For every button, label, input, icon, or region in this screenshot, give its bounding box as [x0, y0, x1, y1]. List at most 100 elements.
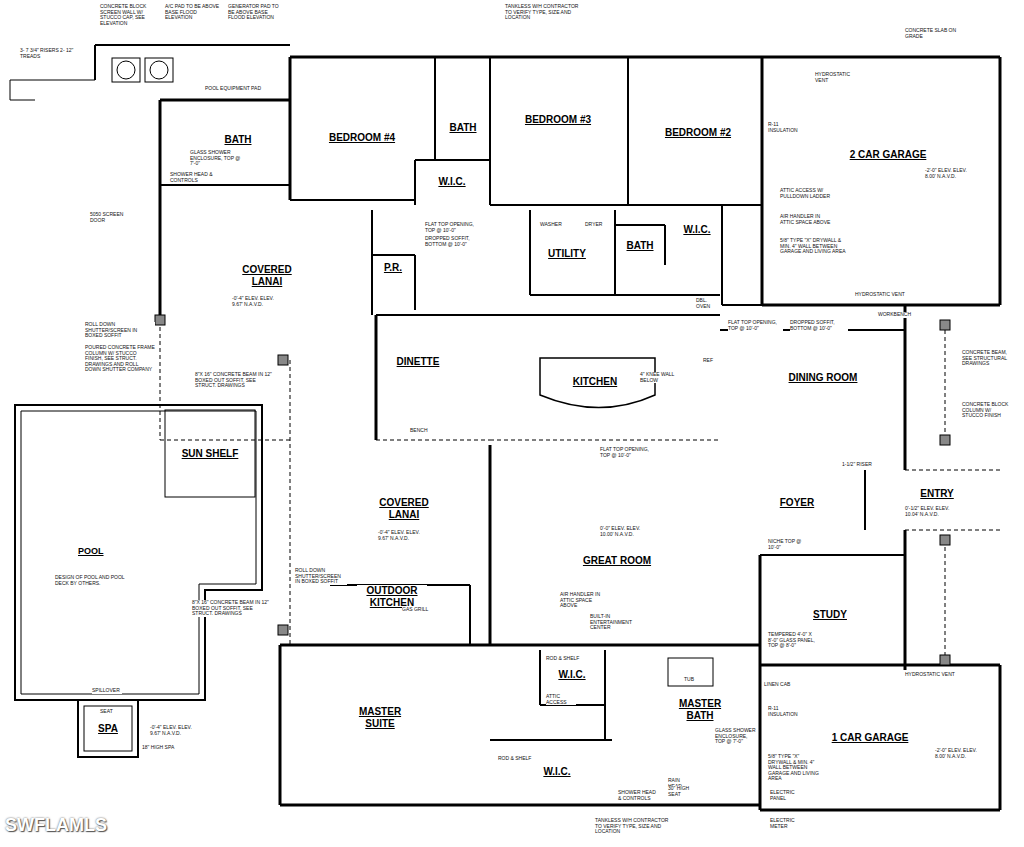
room-label: FOYER [779, 497, 815, 509]
room: ENTRY [919, 488, 955, 500]
plan-note: DBL. OVEN [696, 298, 720, 309]
room-label: SPA [97, 723, 119, 735]
wall [414, 160, 416, 205]
wall [10, 80, 11, 100]
wall [761, 57, 764, 305]
room-label: OUTDOOR KITCHEN [357, 585, 427, 609]
plan-note: R-11 INSULATION [768, 122, 808, 133]
wall [904, 445, 907, 470]
plan-note: ATTIC ACCESS [546, 694, 576, 705]
room-label: POOL [77, 545, 105, 557]
wall [95, 44, 290, 46]
plan-note: LINEN CAB [764, 682, 794, 688]
wall [159, 100, 162, 185]
wall [469, 585, 471, 645]
wall [904, 555, 907, 670]
plan-note: GENERATOR PAD TO BE ABOVE BASE FLOOD ELE… [228, 4, 286, 21]
wall [945, 540, 946, 665]
plan-note: ROD & SHELF [498, 756, 533, 762]
plan-note: ROLL DOWN SHUTTER/SCREEN IN BOXED SOFFIT [295, 568, 347, 585]
room-label: COVERED LANAI [232, 264, 302, 288]
wall [945, 330, 946, 445]
wall [434, 57, 436, 160]
room-label: GREAT ROOM [582, 555, 652, 567]
room-label: MASTER SUITE [345, 706, 415, 730]
wall [375, 315, 378, 440]
plan-note: CONCRETE BLOCK COLUMN W/ STUCCO FINISH [962, 402, 1010, 419]
room: W.I.C. [682, 224, 711, 236]
wall [664, 225, 666, 265]
room: MASTER BATH [670, 698, 730, 722]
wall [290, 199, 415, 201]
room: P.R. [383, 262, 403, 274]
plan-note: 0'-0" ELEV. ELEV. 10.00' N.A.V.D. [600, 526, 655, 537]
room: COVERED LANAI [369, 497, 439, 521]
room-label: P.R. [383, 262, 403, 274]
plan-note: FLAT TOP OPENING, TOP @ 10'-0" [728, 320, 783, 331]
wall [280, 804, 760, 807]
wall [160, 99, 290, 102]
room-label: W.I.C. [542, 766, 571, 778]
wall [376, 314, 720, 316]
wall [760, 554, 905, 556]
wall [904, 330, 907, 445]
room: DINETTE [396, 356, 441, 368]
column [940, 535, 950, 545]
room: 1 CAR GARAGE [831, 732, 910, 744]
room-label: W.I.C. [682, 224, 711, 236]
wall [376, 440, 490, 441]
plan-note: SEAT [100, 709, 120, 715]
plan-note: -2'-0" ELEV. ELEV. 8.00' N.A.V.D. [935, 748, 985, 759]
room: BATH [223, 134, 252, 146]
wall [490, 440, 720, 441]
plan-note: -0'-4" ELEV. ELEV. 9.67' N.A.V.D. [232, 296, 277, 307]
room-label: W.I.C. [437, 176, 466, 188]
room: 2 CAR GARAGE [849, 149, 928, 161]
plan-note: -0'-4" ELEV. ELEV. 9.67' N.A.V.D. [378, 530, 423, 541]
room: BEDROOM #3 [524, 114, 592, 126]
plan-note: 5/8" TYPE "X" DRYWALL & MIN. 4" WALL BET… [780, 238, 850, 255]
room-label: DINETTE [396, 356, 441, 368]
wall [279, 645, 282, 805]
plan-note: WASHER [540, 222, 562, 228]
ac-unit [117, 61, 135, 79]
wall [371, 210, 373, 315]
plan-note: 5/8" TYPE "X" DRYWALL & MIN. 4" WALL BET… [768, 754, 823, 782]
plan-note: AIR HANDLER IN ATTIC SPACE ABOVE [780, 214, 835, 225]
plan-note: HYDROSTATIC VENT [855, 292, 905, 298]
kitchen-island [540, 358, 655, 408]
plan-note: A/C PAD TO BE ABOVE BASE FLOOD ELEVATION [165, 4, 220, 21]
wall [10, 100, 35, 101]
sun-shelf-outline [165, 410, 255, 497]
plan-note: FLAT TOP OPENING, TOP @ 10'-0" [425, 222, 480, 233]
room: FOYER [779, 497, 815, 509]
wall [759, 555, 762, 810]
room: DINING ROOM [788, 372, 859, 384]
wall [160, 184, 290, 186]
room: BEDROOM #2 [664, 127, 732, 139]
spa-outline [78, 700, 138, 757]
room: KITCHEN [572, 376, 618, 388]
wall [760, 809, 1000, 812]
ac-pad [145, 58, 173, 82]
room: GREAT ROOM [582, 555, 652, 567]
room-label: COVERED LANAI [369, 497, 439, 521]
wall [289, 57, 292, 200]
column [278, 625, 288, 635]
plan-note: HYDROSTATIC VENT [815, 72, 860, 83]
plan-note: CONCRETE SLAB ON GRADE [905, 28, 965, 39]
wall [999, 57, 1002, 305]
column [940, 435, 950, 445]
wall [604, 650, 606, 740]
plan-note: 8"X 16" CONCRETE BEAM IN 12" BOXED OUT S… [195, 372, 275, 389]
room: W.I.C. [437, 176, 466, 188]
room: W.I.C. [542, 766, 571, 778]
plan-note: 0'-1/2" ELEV. ELEV. 10.04' N.A.V.D. [905, 506, 960, 517]
wall [290, 360, 291, 645]
wall [415, 159, 490, 161]
plan-note: NICHE TOP @ 10'-0" [768, 539, 813, 550]
plan-note: SHOWER HEAD & CONTROLS [618, 790, 658, 801]
tub [668, 658, 713, 686]
